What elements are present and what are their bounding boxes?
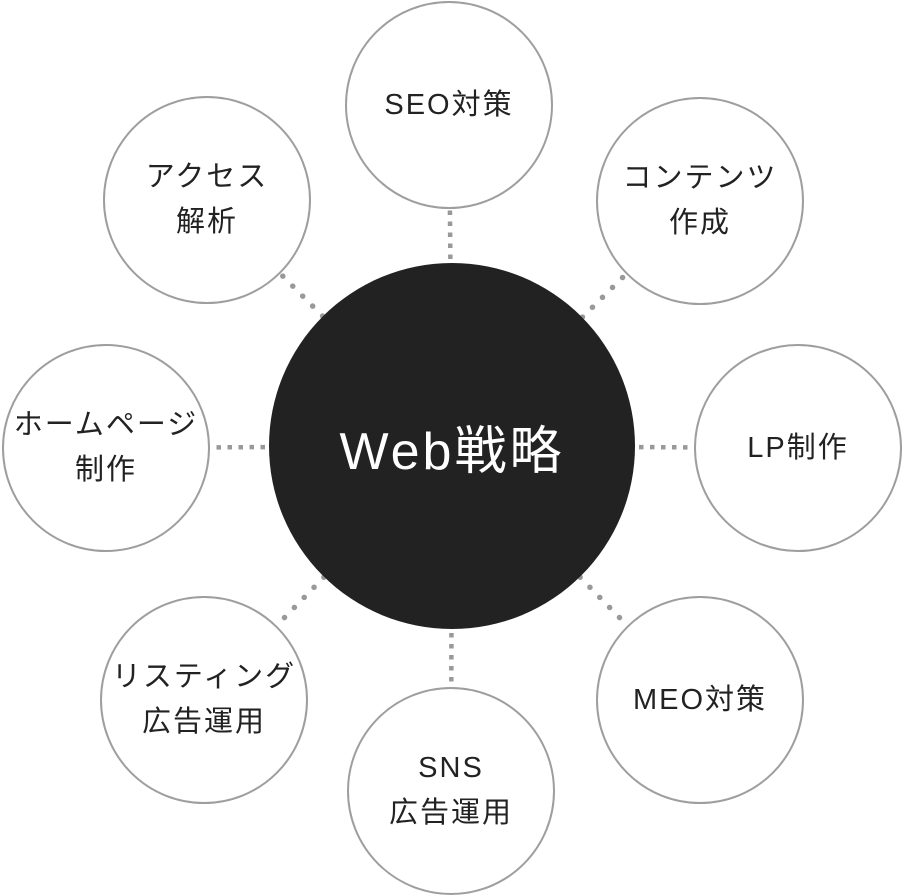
node-access-analysis: アクセス 解析 <box>103 96 311 304</box>
node-content-creation-label: コンテンツ 作成 <box>622 162 778 239</box>
node-content-creation: コンテンツ 作成 <box>596 97 804 305</box>
node-listing-ad-operation-label: リスティング 広告運用 <box>111 661 297 738</box>
node-listing-ad-operation: リスティング 広告運用 <box>100 596 308 804</box>
node-lp-production: LP制作 <box>694 344 902 552</box>
center-node-label: Web戦略 <box>339 422 565 481</box>
node-sns-ad-operation: SNS 広告運用 <box>347 687 555 895</box>
node-homepage-production: ホームページ 制作 <box>2 344 210 552</box>
node-homepage-production-label: ホームページ 制作 <box>13 409 199 486</box>
node-lp-production-label: LP制作 <box>747 431 849 464</box>
node-meo-label: MEO対策 <box>632 683 768 716</box>
node-access-analysis-label: アクセス 解析 <box>145 161 269 238</box>
node-seo: SEO対策 <box>345 1 553 209</box>
node-meo: MEO対策 <box>596 596 804 804</box>
node-seo-label: SEO対策 <box>384 88 514 121</box>
center-node-web-strategy: Web戦略 <box>269 263 635 629</box>
node-sns-ad-operation-label: SNS 広告運用 <box>388 752 513 829</box>
